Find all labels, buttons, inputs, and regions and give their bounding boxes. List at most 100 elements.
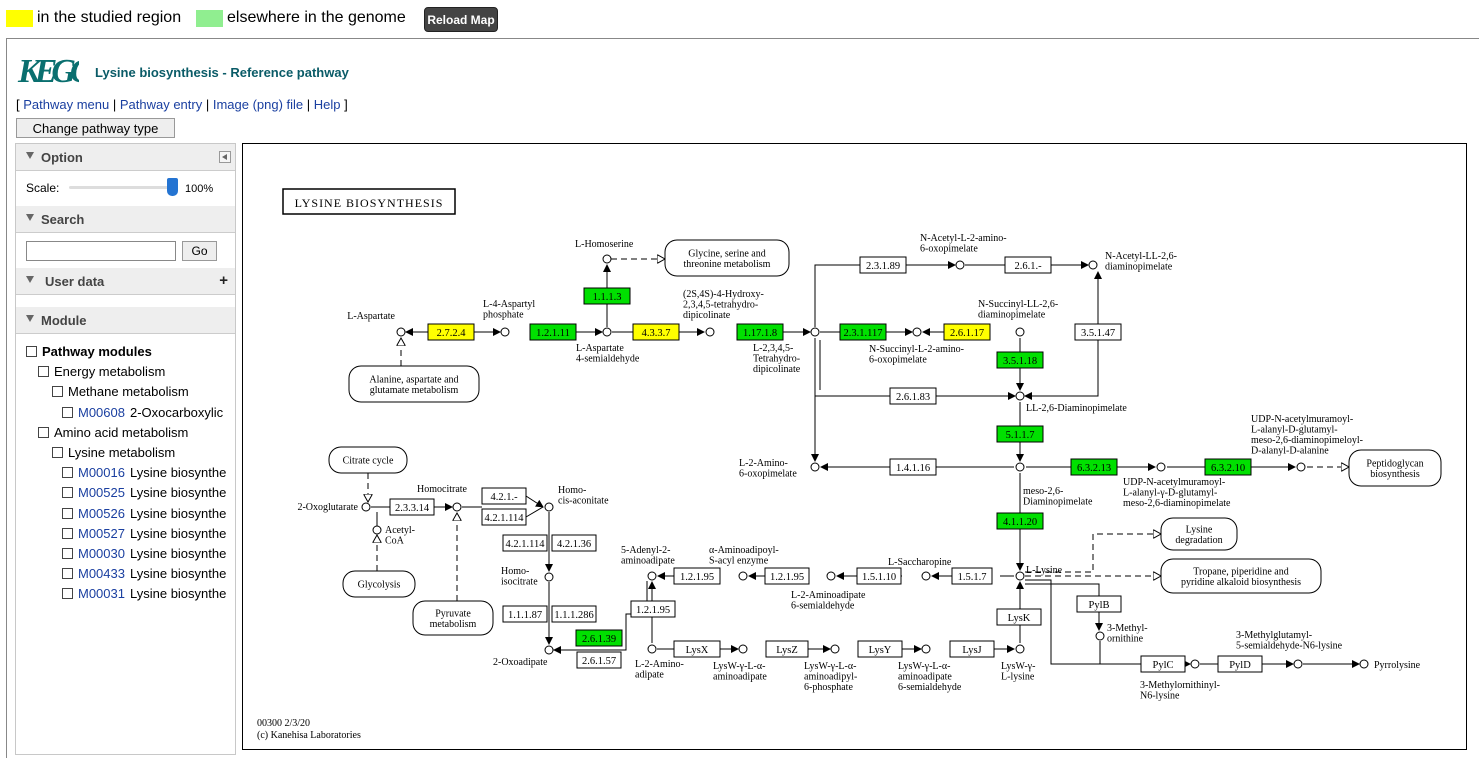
pathway-map-link[interactable]: Citrate cycle	[328, 446, 408, 474]
enzyme-box[interactable]: 4.2.1.36	[551, 534, 597, 552]
module-checkbox[interactable]	[62, 467, 73, 479]
module-checkbox[interactable]	[62, 527, 73, 539]
enzyme-box[interactable]: 2.6.1.57	[576, 651, 622, 669]
compound-node[interactable]	[738, 571, 748, 581]
go-button[interactable]: Go	[182, 241, 217, 261]
enzyme-box[interactable]: 1.1.1.286	[551, 605, 597, 623]
module-id-link[interactable]: M00525	[78, 485, 125, 501]
compound-node[interactable]	[1088, 260, 1098, 270]
enzyme-box[interactable]: LysJ	[949, 640, 995, 658]
compound-node[interactable]	[544, 502, 554, 512]
module-id-link[interactable]: M00527	[78, 525, 125, 541]
enzyme-box[interactable]: PylB	[1076, 595, 1122, 613]
enzyme-box[interactable]: 2.3.3.14	[389, 498, 435, 516]
compound-node[interactable]	[452, 502, 462, 512]
module-id-link[interactable]: M00016	[78, 465, 125, 481]
enzyme-box[interactable]: 2.6.1.39	[575, 629, 623, 647]
module-id-link[interactable]: M00030	[78, 546, 125, 561]
compound-node[interactable]	[372, 525, 382, 535]
enzyme-box[interactable]: 2.3.1.89	[859, 256, 907, 274]
link-pathway-menu[interactable]: Pathway menu	[23, 97, 110, 112]
compound-node[interactable]	[602, 254, 612, 264]
kegg-logo[interactable]: KEGG	[17, 49, 79, 89]
compound-node[interactable]	[1015, 644, 1025, 654]
compound-node[interactable]	[921, 644, 931, 654]
module-id-link[interactable]: M00433	[78, 566, 125, 582]
plus-icon[interactable]: +	[219, 272, 228, 289]
enzyme-box[interactable]: 4.2.1.-	[481, 487, 527, 505]
compound-node[interactable]	[647, 571, 657, 581]
compound-node[interactable]	[810, 462, 820, 472]
enzyme-box[interactable]: 1.17.1.8	[736, 323, 784, 341]
compound-node[interactable]	[1015, 391, 1025, 401]
reload-map-button[interactable]: Reload Map	[424, 7, 498, 32]
module-checkbox[interactable]	[62, 588, 73, 600]
enzyme-box[interactable]: 2.7.2.4	[427, 323, 475, 341]
enzyme-box[interactable]: 1.2.1.11	[529, 323, 577, 341]
module-id-link[interactable]: M00526	[78, 505, 125, 521]
enzyme-box[interactable]: PylD	[1217, 655, 1263, 673]
compound-node[interactable]	[500, 327, 510, 337]
module-checkbox[interactable]	[26, 346, 37, 357]
module-panel-header[interactable]: Module	[16, 307, 235, 334]
module-checkbox[interactable]	[52, 447, 63, 458]
compound-node[interactable]	[544, 572, 554, 582]
enzyme-box[interactable]: 2.6.1.83	[889, 387, 937, 405]
link-image-file[interactable]: Image (png) file	[212, 97, 304, 112]
enzyme-box[interactable]: 4.3.3.7	[632, 323, 680, 341]
option-panel-header[interactable]: Option	[16, 144, 235, 171]
tree-node[interactable]: Energy metabolism	[38, 364, 165, 382]
enzyme-box[interactable]: 4.1.1.20	[996, 512, 1044, 530]
collapse-sidebar-icon[interactable]	[219, 151, 231, 163]
compound-node[interactable]	[1015, 571, 1025, 581]
compound-node[interactable]	[361, 502, 371, 512]
pathway-map-link[interactable]: Glycolysis	[342, 570, 416, 598]
enzyme-box[interactable]: 2.3.1.117	[839, 323, 887, 341]
tree-node[interactable]: Lysine metabolism	[52, 445, 175, 463]
module-checkbox[interactable]	[62, 507, 73, 519]
module-checkbox[interactable]	[62, 487, 73, 499]
compound-node[interactable]	[955, 260, 965, 270]
change-pathway-type-button[interactable]: Change pathway type	[16, 118, 175, 138]
link-pathway-entry[interactable]: Pathway entry	[119, 97, 203, 112]
compound-node[interactable]	[1293, 659, 1303, 669]
enzyme-box[interactable]: 1.5.1.10	[856, 567, 902, 585]
enzyme-box[interactable]: LysY	[857, 640, 903, 658]
enzyme-box[interactable]: 4.2.1.114	[502, 534, 548, 552]
enzyme-box[interactable]: LysZ	[765, 640, 809, 658]
module-checkbox[interactable]	[38, 366, 49, 378]
compound-node[interactable]	[544, 645, 554, 655]
compound-node[interactable]	[921, 571, 931, 581]
module-checkbox[interactable]	[62, 548, 73, 559]
module-checkbox[interactable]	[52, 386, 63, 398]
compound-node[interactable]	[1296, 462, 1306, 472]
compound-node[interactable]	[396, 327, 406, 337]
compound-node[interactable]	[1015, 327, 1025, 337]
module-checkbox[interactable]	[38, 426, 49, 438]
enzyme-box[interactable]: 3.5.1.47	[1074, 323, 1122, 341]
module-checkbox[interactable]	[62, 568, 73, 580]
compound-node[interactable]	[810, 327, 820, 337]
compound-node[interactable]	[1095, 631, 1105, 641]
tree-node[interactable]: Methane metabolism	[52, 384, 189, 402]
compound-node[interactable]	[830, 644, 840, 654]
module-id-link[interactable]: M00608	[78, 404, 125, 420]
compound-node[interactable]	[826, 571, 836, 581]
enzyme-box[interactable]: 1.5.1.7	[951, 567, 993, 585]
compound-node[interactable]	[602, 327, 612, 337]
enzyme-box[interactable]: 6.3.2.13	[1070, 458, 1118, 476]
scale-slider-track[interactable]	[69, 186, 173, 189]
tree-node[interactable]: Pathway modules	[26, 344, 152, 362]
search-input[interactable]	[26, 241, 176, 261]
compound-node[interactable]	[1359, 659, 1369, 669]
